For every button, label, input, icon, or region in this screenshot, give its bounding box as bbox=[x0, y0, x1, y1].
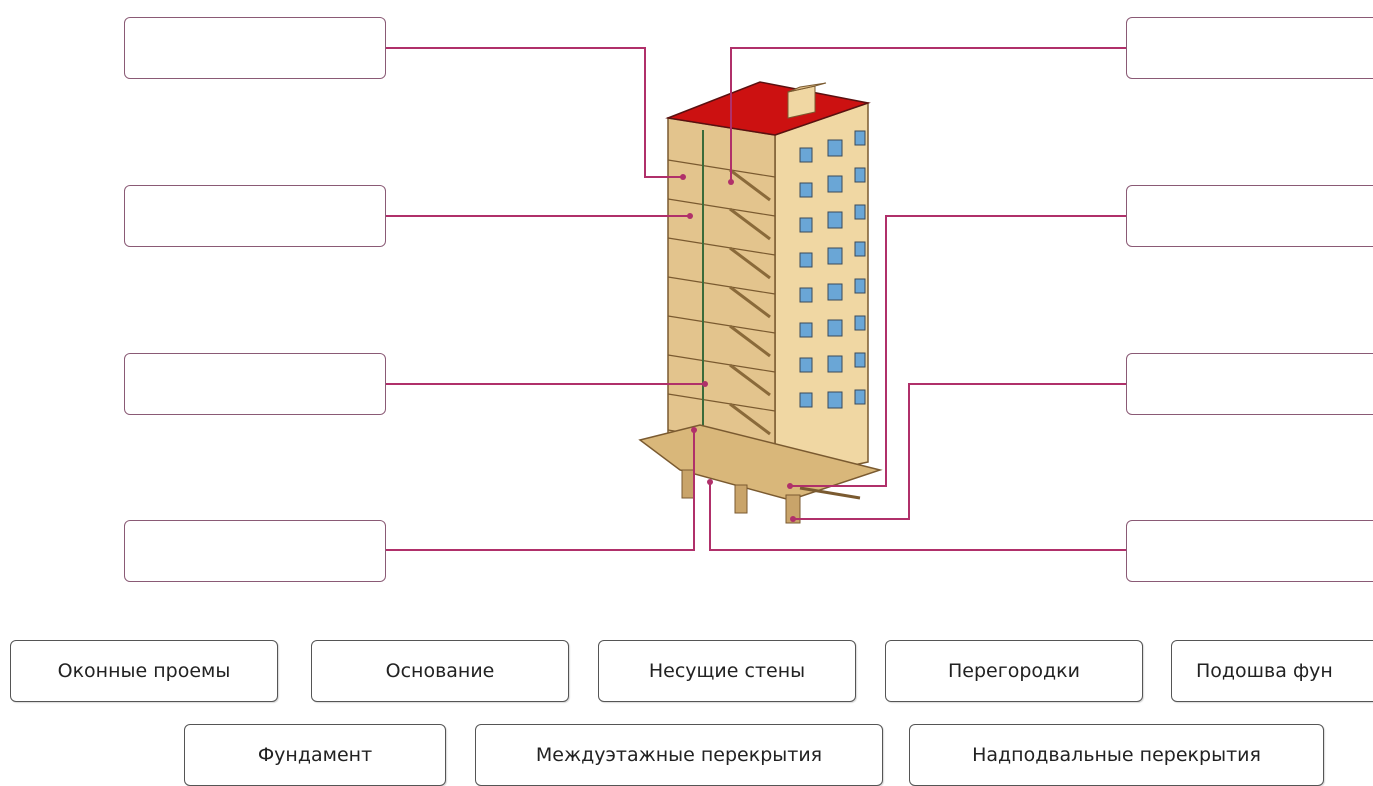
word-chip-base[interactable]: Основание bbox=[311, 640, 569, 702]
leader-lines bbox=[386, 47, 1126, 551]
building-illustration bbox=[638, 81, 883, 524]
answer-slot-left-4[interactable] bbox=[124, 520, 386, 582]
answer-slot-right-3[interactable] bbox=[1126, 353, 1373, 415]
answer-slot-right-4[interactable] bbox=[1126, 520, 1373, 582]
answer-slot-right-2[interactable] bbox=[1126, 185, 1373, 247]
word-chip-partitions[interactable]: Перегородки bbox=[885, 640, 1143, 702]
word-chip-load-bearing-walls[interactable]: Несущие стены bbox=[598, 640, 856, 702]
answer-slot-left-2[interactable] bbox=[124, 185, 386, 247]
word-chip-foundation[interactable]: Фундамент bbox=[184, 724, 446, 786]
word-chip-basement-slabs[interactable]: Надподвальные перекрытия bbox=[909, 724, 1324, 786]
word-chip-foundation-sole[interactable]: Подошва фун bbox=[1171, 640, 1373, 702]
word-chip-window-openings[interactable]: Оконные проемы bbox=[10, 640, 278, 702]
answer-slot-left-1[interactable] bbox=[124, 17, 386, 79]
answer-slot-left-3[interactable] bbox=[124, 353, 386, 415]
word-chip-interfloor-slabs[interactable]: Междуэтажные перекрытия bbox=[475, 724, 883, 786]
answer-slot-right-1[interactable] bbox=[1126, 17, 1373, 79]
